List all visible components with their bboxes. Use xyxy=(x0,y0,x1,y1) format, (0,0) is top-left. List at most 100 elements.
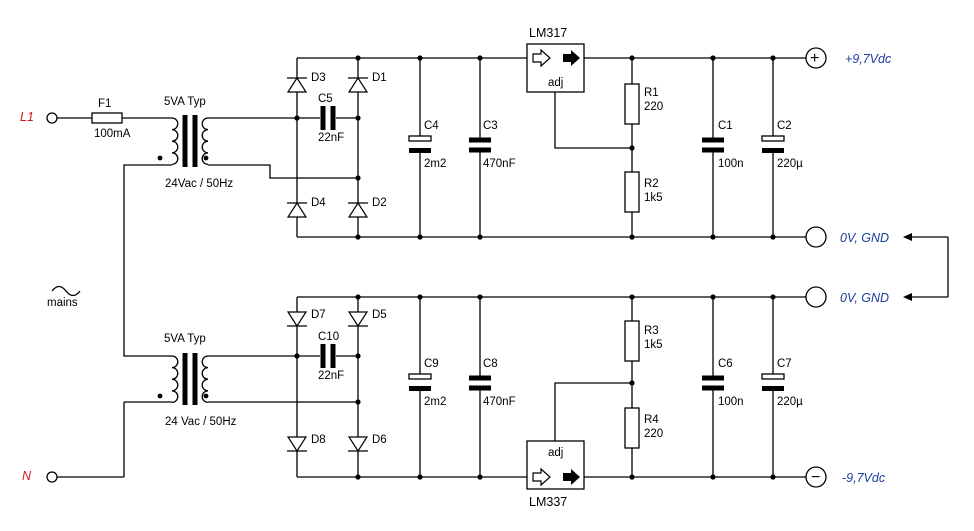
r4-ref: R4 xyxy=(644,414,659,426)
output-positive: + +9,7Vdc xyxy=(805,47,892,69)
resistor-r1: R1 220 xyxy=(624,58,663,172)
gnd-top-label: 0V, GND xyxy=(840,231,889,245)
r2-ref: R2 xyxy=(644,178,659,190)
diode-d6-label: D6 xyxy=(372,434,387,446)
c10-ref: C10 xyxy=(318,331,339,343)
transformer-2: 5VA Typ 24 Vac / 50Hz xyxy=(157,333,358,428)
c4-value: 2m2 xyxy=(424,158,446,170)
r1-ref: R1 xyxy=(644,87,659,99)
capacitor-c3: C3 470nF xyxy=(469,58,516,237)
l1-label: L1 xyxy=(20,110,34,124)
positive-output-label: +9,7Vdc xyxy=(845,52,892,66)
fuse-f1 xyxy=(91,112,123,124)
fuse-value: 100mA xyxy=(94,128,131,140)
diode-d4 xyxy=(286,201,308,218)
diode-d5 xyxy=(347,311,369,328)
gnd-bottom-terminal xyxy=(805,286,827,308)
regulator-input-arrow-icon xyxy=(532,467,551,487)
c3-value: 470nF xyxy=(483,158,516,170)
resistor-r4: R4 220 xyxy=(624,407,663,477)
diode-d2 xyxy=(347,201,369,218)
c4-ref: C4 xyxy=(424,120,439,132)
positive-symbol: + xyxy=(810,50,819,67)
mains-ac-icon xyxy=(51,285,81,297)
output-gnd-bottom: 0V, GND xyxy=(805,286,889,308)
c10-value: 22nF xyxy=(318,370,344,382)
regulator-output-arrow-icon xyxy=(563,50,580,66)
fuse-ref: F1 xyxy=(98,98,111,110)
resistor-r3: R3 1k5 xyxy=(624,297,663,408)
lm317-adj: adj xyxy=(548,77,563,89)
r2-value: 1k5 xyxy=(644,192,663,204)
negative-output-label: -9,7Vdc xyxy=(842,471,886,485)
capacitor-c9: C9 2m2 xyxy=(408,297,446,477)
diode-d1 xyxy=(347,76,369,93)
c5-ref: C5 xyxy=(318,93,333,105)
diode-d8 xyxy=(286,436,308,453)
diode-d5-label: D5 xyxy=(372,309,387,321)
capacitor-c4: C4 2m2 xyxy=(408,58,446,237)
diode-d3-label: D3 xyxy=(311,72,326,84)
lm337-label: LM337 xyxy=(529,495,567,509)
upper-rails xyxy=(297,55,806,240)
negative-symbol: − xyxy=(811,469,820,486)
c2-ref: C2 xyxy=(777,120,792,132)
lm337-adj: adj xyxy=(548,447,563,459)
diode-d2-label: D2 xyxy=(372,197,387,209)
transformer-1-rating: 24Vac / 50Hz xyxy=(165,178,233,190)
negative-terminal xyxy=(805,466,827,488)
c1-ref: C1 xyxy=(718,120,733,132)
diode-d1-label: D1 xyxy=(372,72,387,84)
output-negative: − -9,7Vdc xyxy=(805,466,886,488)
upper-bridge: D3 D1 D4 D2 C5 22nF xyxy=(286,55,387,240)
c7-ref: C7 xyxy=(777,358,792,370)
r4-value: 220 xyxy=(644,428,663,440)
r1-value: 220 xyxy=(644,101,663,113)
transformer-2-type: 5VA Typ xyxy=(164,333,206,345)
capacitor-c2: C2 220µ xyxy=(761,58,803,237)
regulator-input-arrow-icon xyxy=(532,48,551,68)
l1-terminal xyxy=(46,112,58,124)
regulator-lm317: LM317 adj xyxy=(526,26,632,149)
c7-value: 220µ xyxy=(777,396,803,408)
n-label: N xyxy=(22,469,32,483)
c6-value: 100n xyxy=(718,396,744,408)
capacitor-c6: C6 100n xyxy=(702,297,744,477)
c3-ref: C3 xyxy=(483,120,498,132)
resistor-r2: R2 1k5 xyxy=(624,171,663,237)
c6-ref: C6 xyxy=(718,358,733,370)
lower-bridge: D7 D5 D8 D6 C10 22nF xyxy=(286,294,387,480)
capacitor-c1: C1 100n xyxy=(702,58,744,237)
n-terminal xyxy=(46,471,58,483)
c2-value: 220µ xyxy=(777,158,803,170)
mains-label: mains xyxy=(47,297,78,309)
diode-d7-label: D7 xyxy=(311,309,326,321)
r3-ref: R3 xyxy=(644,325,659,337)
gnd-top-terminal xyxy=(805,226,827,248)
diode-d6 xyxy=(347,436,369,453)
c9-ref: C9 xyxy=(424,358,439,370)
input-section: L1 F1 100mA N mains xyxy=(20,98,172,483)
r3-value: 1k5 xyxy=(644,339,663,351)
c8-ref: C8 xyxy=(483,358,498,370)
c9-value: 2m2 xyxy=(424,396,446,408)
diode-d8-label: D8 xyxy=(311,434,326,446)
c1-value: 100n xyxy=(718,158,744,170)
transformer-1: 5VA Typ 24Vac / 50Hz xyxy=(157,96,358,190)
diode-d4-label: D4 xyxy=(311,197,326,209)
transformer-2-rating: 24 Vac / 50Hz xyxy=(165,416,237,428)
diode-d7 xyxy=(286,311,308,328)
capacitor-c7: C7 220µ xyxy=(761,297,803,477)
c5-value: 22nF xyxy=(318,132,344,144)
regulator-lm337: adj LM337 xyxy=(526,382,632,509)
lm317-label: LM317 xyxy=(529,26,567,40)
regulator-output-arrow-icon xyxy=(563,469,580,485)
positive-terminal xyxy=(805,47,827,69)
transformer-1-type: 5VA Typ xyxy=(164,96,206,108)
c8-value: 470nF xyxy=(483,396,516,408)
output-gnd-top: 0V, GND xyxy=(805,226,889,248)
gnd-bottom-label: 0V, GND xyxy=(840,291,889,305)
capacitor-c8: C8 470nF xyxy=(469,297,516,477)
ground-link xyxy=(903,233,949,301)
